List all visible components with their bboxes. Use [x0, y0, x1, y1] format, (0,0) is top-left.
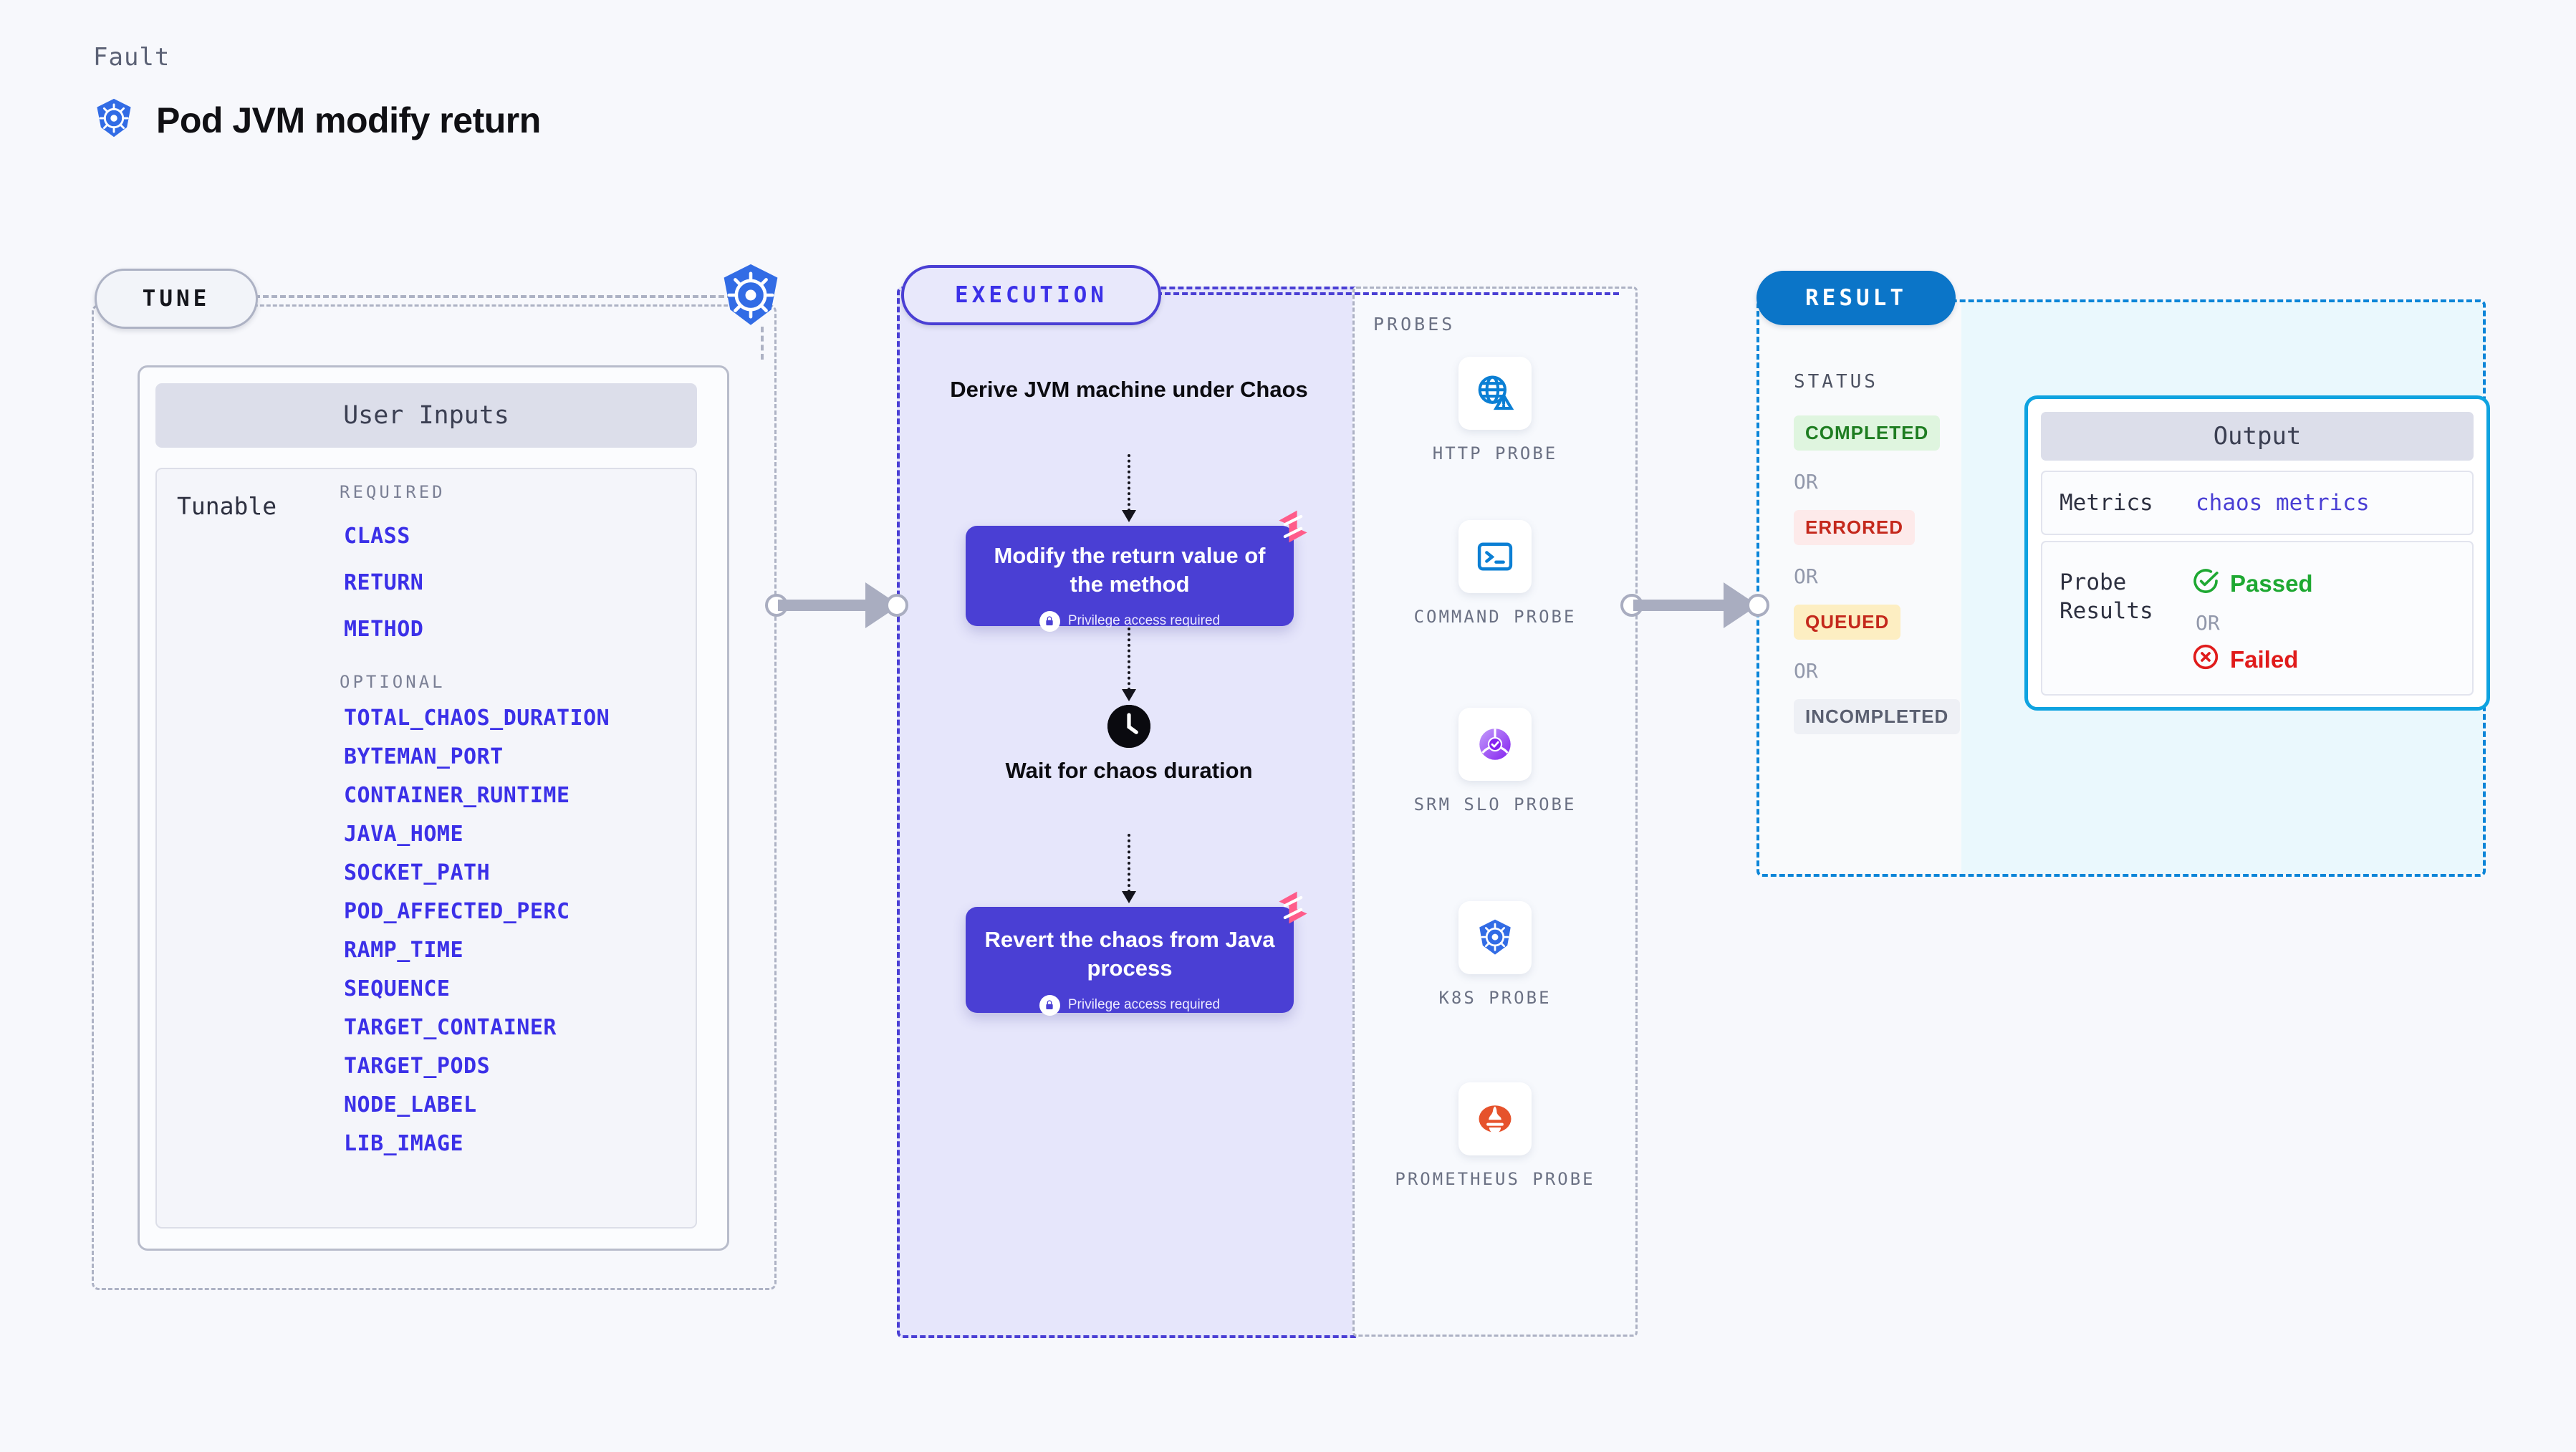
param-item[interactable]: RETURN: [344, 570, 424, 595]
param-item[interactable]: TARGET_CONTAINER: [344, 1015, 557, 1040]
lock-icon: [1039, 994, 1060, 1016]
output-card: Output Metrics chaos metrics Probe Resul…: [2024, 395, 2490, 711]
execution-step-text: Wait for chaos duration: [1005, 758, 1253, 783]
probe-item-http[interactable]: HTTP PROBE: [1355, 357, 1635, 466]
probe-label: SRM SLO PROBE: [1413, 794, 1577, 814]
param-item[interactable]: JAVA_HOME: [344, 822, 464, 847]
metrics-row: Metrics chaos metrics: [2041, 471, 2474, 535]
or-separator: OR: [1794, 659, 1818, 683]
param-item[interactable]: METHOD: [344, 617, 424, 642]
probe-results-key: Probe Results: [2060, 569, 2153, 625]
probes-label: PROBES: [1373, 314, 1456, 335]
result-stage-panel: STATUS COMPLETED OR ERRORED OR QUEUED OR…: [1756, 299, 2490, 877]
globe-warning-icon: [1458, 357, 1532, 430]
result-stage-pill[interactable]: RESULT: [1756, 271, 1956, 325]
execution-action-revert[interactable]: Revert the chaos from Java process Privi…: [966, 891, 1307, 1016]
status-label: STATUS: [1794, 371, 1878, 393]
execution-stage-pill[interactable]: EXECUTION: [901, 265, 1161, 325]
privilege-note: Privilege access required: [966, 994, 1294, 1016]
fault-kicker: Fault: [93, 43, 170, 72]
param-item[interactable]: TARGET_PODS: [344, 1054, 491, 1079]
kubernetes-icon: [93, 97, 135, 143]
param-item[interactable]: CLASS: [344, 524, 410, 549]
param-item[interactable]: SOCKET_PATH: [344, 860, 491, 885]
param-item[interactable]: NODE_LABEL: [344, 1092, 477, 1117]
output-title: Output: [2041, 412, 2474, 461]
optional-param-list: TOTAL_CHAOS_DURATION BYTEMAN_PORT CONTAI…: [340, 706, 683, 1156]
x-circle-icon: [2191, 643, 2220, 677]
passed-label: Passed: [2230, 570, 2313, 597]
tunable-section: Tunable REQUIRED CLASS RETURN METHOD OPT…: [155, 468, 697, 1229]
param-item[interactable]: POD_AFFECTED_PERC: [344, 899, 570, 924]
privilege-note-label: Privilege access required: [1067, 997, 1221, 1013]
user-inputs-card: User Inputs Tunable REQUIRED CLASS RETUR…: [138, 365, 729, 1251]
result-status-column: STATUS COMPLETED OR ERRORED OR QUEUED OR…: [1759, 302, 1964, 874]
action-label: Revert the chaos from Java process: [984, 927, 1275, 981]
execution-action-modify[interactable]: Modify the return value of the method Pr…: [966, 510, 1307, 632]
required-param-list: CLASS RETURN METHOD: [340, 524, 683, 642]
param-item[interactable]: BYTEMAN_PORT: [344, 744, 504, 769]
clock-icon: [1107, 705, 1150, 748]
or-separator: OR: [1794, 564, 1818, 588]
tune-connector-stem: [761, 327, 764, 360]
execution-stage-panel: Derive JVM machine under Chaos Modify th…: [897, 287, 1361, 1338]
privilege-note: Privilege access required: [966, 610, 1294, 632]
metrics-value[interactable]: chaos metrics: [2196, 490, 2370, 516]
optional-group-label: OPTIONAL: [340, 672, 446, 692]
tune-connector-line: [254, 295, 741, 298]
probe-label: K8S PROBE: [1438, 988, 1552, 1008]
status-badge: QUEUED: [1794, 605, 1901, 640]
status-badge: COMPLETED: [1794, 415, 1941, 451]
probe-results-row: Probe Results Passed OR: [2041, 541, 2474, 696]
page-title: Pod JVM modify return: [156, 100, 541, 140]
probe-label: COMMAND PROBE: [1413, 607, 1577, 627]
privilege-note-label: Privilege access required: [1067, 613, 1221, 629]
param-item[interactable]: SEQUENCE: [344, 976, 451, 1001]
probe-verdict-passed: Passed: [2191, 567, 2313, 601]
tune-stage-pill[interactable]: TUNE: [95, 269, 258, 329]
probe-item-srm-slo[interactable]: SRM SLO PROBE: [1355, 708, 1635, 817]
metrics-key: Metrics: [2060, 489, 2153, 516]
terminal-icon: [1458, 520, 1532, 593]
status-badge: INCOMPLETED: [1794, 699, 1961, 734]
probe-label: HTTP PROBE: [1432, 443, 1558, 463]
param-item[interactable]: TOTAL_CHAOS_DURATION: [344, 706, 610, 731]
probe-item-prometheus[interactable]: PROMETHEUS PROBE: [1355, 1082, 1635, 1192]
user-inputs-title: User Inputs: [155, 383, 697, 448]
probe-verdict-failed: Failed: [2191, 643, 2298, 677]
page-header: Fault Pod JVM modify return: [93, 43, 541, 143]
param-item[interactable]: RAMP_TIME: [344, 938, 464, 963]
probe-item-command[interactable]: COMMAND PROBE: [1355, 520, 1635, 630]
slo-gauge-icon: [1458, 708, 1532, 781]
kubernetes-icon: [1458, 901, 1532, 974]
check-circle-icon: [2191, 567, 2220, 601]
harness-icon: [1273, 506, 1313, 547]
status-badge: ERRORED: [1794, 510, 1916, 545]
probe-label: PROMETHEUS PROBE: [1395, 1169, 1595, 1189]
probes-panel: PROBES HTTP PROBE COMMAND PROBE: [1352, 287, 1638, 1337]
param-item[interactable]: CONTAINER_RUNTIME: [344, 783, 570, 808]
lock-icon: [1039, 610, 1060, 632]
tunable-label: Tunable: [177, 492, 277, 520]
execution-step-text: Derive JVM machine under Chaos: [950, 377, 1308, 402]
connector-tune-to-execution: [765, 580, 908, 630]
or-separator: OR: [2196, 611, 2220, 635]
probe-item-k8s[interactable]: K8S PROBE: [1355, 901, 1635, 1011]
kubernetes-icon: [718, 262, 784, 328]
param-item[interactable]: LIB_IMAGE: [344, 1131, 464, 1156]
action-label: Modify the return value of the method: [994, 543, 1266, 597]
required-group-label: REQUIRED: [340, 482, 446, 502]
failed-label: Failed: [2230, 646, 2299, 673]
prometheus-icon: [1458, 1082, 1532, 1155]
harness-icon: [1273, 888, 1313, 928]
or-separator: OR: [1794, 470, 1818, 494]
execution-connector-line: [1156, 292, 1619, 295]
connector-execution-to-result: [1620, 580, 1769, 630]
result-output-column: Output Metrics chaos metrics Probe Resul…: [1961, 302, 2490, 874]
